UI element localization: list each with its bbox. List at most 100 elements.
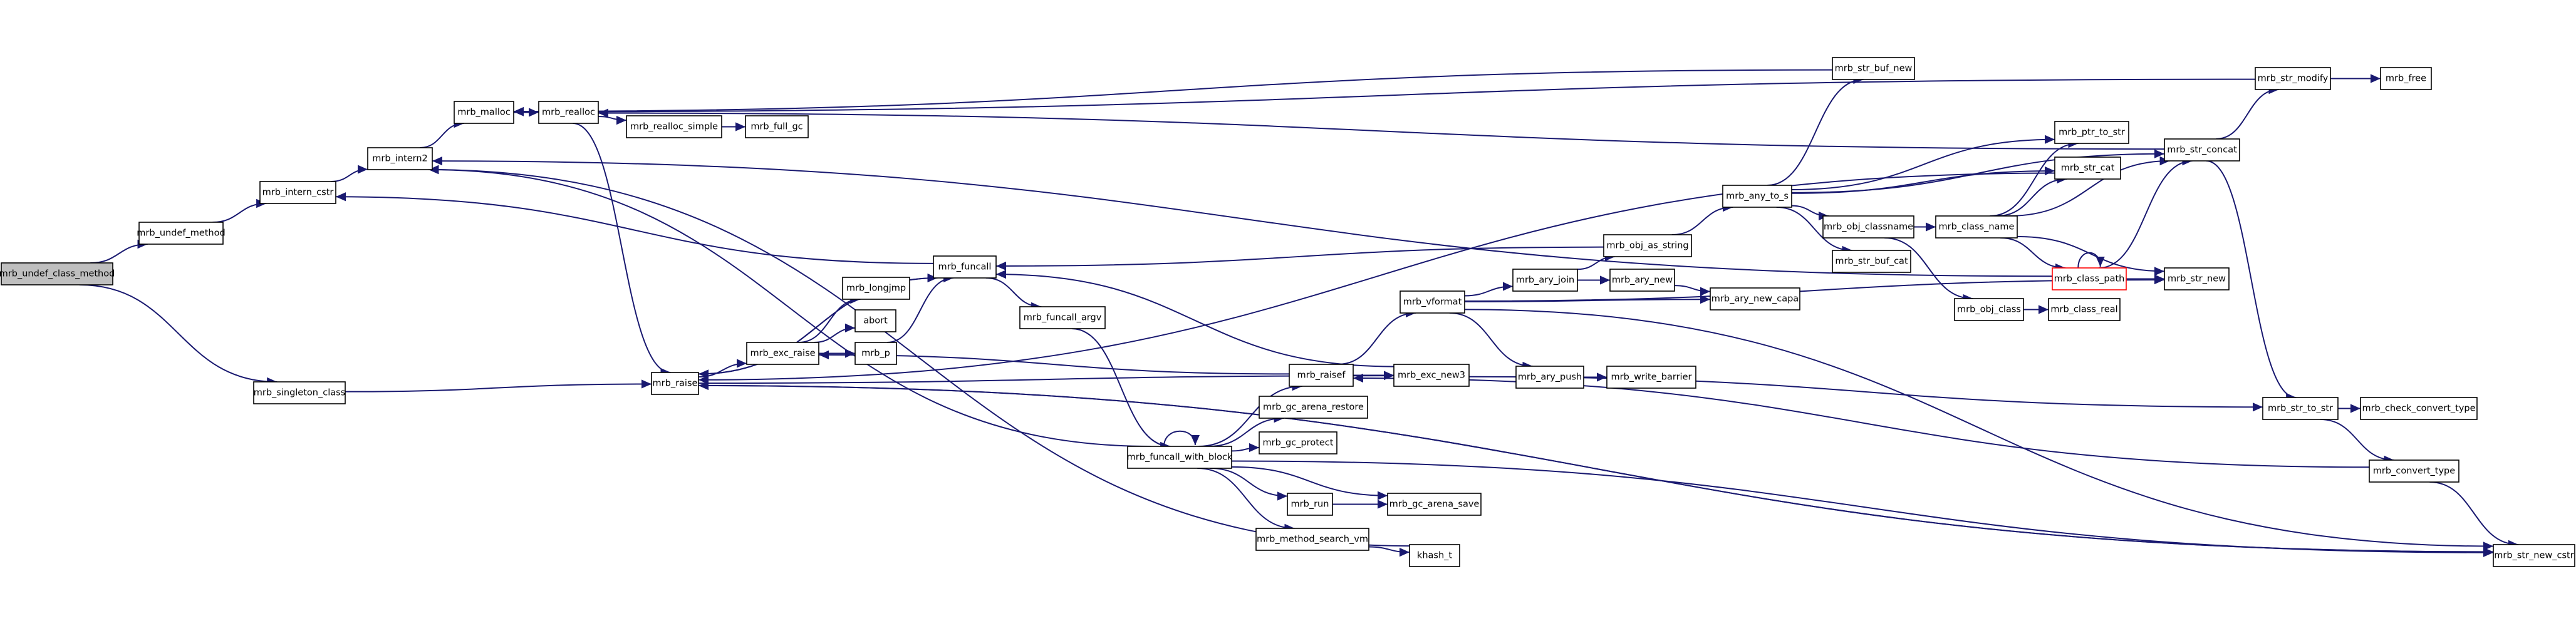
node-mrb_p[interactable]: mrb_p	[854, 342, 897, 365]
node-box	[2054, 157, 2121, 180]
edge-mrb_any_to_s-to-mrb_obj_classname	[1791, 205, 1829, 221]
node-mrb_ary_join[interactable]: mrb_ary_join	[1512, 269, 1578, 292]
node-mrb_str_new_cstr[interactable]: mrb_str_new_cstr	[2493, 544, 2575, 567]
node-label: mrb_convert_type	[2373, 466, 2455, 476]
node-mrb_free[interactable]: mrb_free	[2380, 67, 2432, 90]
node-label: mrb_class_path	[2054, 274, 2125, 284]
node-label: mrb_method_search_vm	[1257, 535, 1368, 545]
node-label: mrb_str_cat	[2061, 163, 2115, 173]
node-mrb_any_to_s[interactable]: mrb_any_to_s	[1722, 185, 1792, 208]
node-label: mrb_exc_raise	[750, 349, 815, 359]
edge-mrb_str_new_cstr-to-mrb_raise	[698, 381, 2494, 553]
node-layer: mrb_undef_class_methodmrb_undef_methodmr…	[0, 57, 2575, 567]
node-mrb_gc_protect[interactable]: mrb_gc_protect	[1259, 431, 1337, 454]
node-label: mrb_undef_method	[137, 228, 225, 239]
edge-mrb_str_concat-to-mrb_str_modify	[2216, 85, 2279, 140]
node-mrb_run[interactable]: mrb_run	[1287, 493, 1333, 516]
node-mrb_funcall[interactable]: mrb_funcall	[933, 255, 997, 279]
node-box	[1409, 544, 1460, 567]
node-mrb_str_buf_new[interactable]: mrb_str_buf_new	[1832, 57, 1915, 80]
edge-khash_t-to-mrb_intern2	[428, 165, 1410, 547]
node-box	[1832, 57, 1915, 80]
node-box	[1287, 493, 1333, 516]
node-mrb_exc_new3[interactable]: mrb_exc_new3	[1393, 364, 1470, 387]
node-mrb_intern_cstr[interactable]: mrb_intern_cstr	[259, 181, 336, 204]
node-khash_t[interactable]: khash_t	[1409, 544, 1460, 567]
node-mrb_class_name[interactable]: mrb_class_name	[1935, 215, 2018, 239]
edge-mrb_obj_as_string-to-mrb_any_to_s	[1671, 202, 1733, 235]
edge-mrb_class_path-to-mrb_intern2	[432, 156, 2053, 277]
node-mrb_longjmp[interactable]: mrb_longjmp	[842, 277, 910, 300]
node-box	[626, 115, 722, 138]
node-mrb_ptr_to_str[interactable]: mrb_ptr_to_str	[2054, 121, 2129, 144]
node-mrb_malloc[interactable]: mrb_malloc	[454, 101, 514, 124]
edge-mrb_funcall_with_block-to-mrb_method_search_vm	[1197, 468, 1295, 533]
node-box	[1512, 269, 1578, 292]
edge-mrb_vformat-to-mrb_str_new_cstr	[1464, 309, 2494, 551]
node-label: mrb_check_convert_type	[2362, 404, 2475, 414]
node-label: mrb_str_buf_new	[1835, 64, 1913, 74]
node-mrb_raise[interactable]: mrb_raise	[651, 372, 699, 395]
node-mrb_check_convert_type[interactable]: mrb_check_convert_type	[2360, 397, 2478, 420]
node-label: mrb_str_new_cstr	[2494, 551, 2573, 561]
node-label: mrb_vformat	[1403, 297, 1462, 307]
node-mrb_funcall_argv[interactable]: mrb_funcall_argv	[1019, 306, 1106, 329]
node-box	[1832, 250, 1911, 273]
edge-mrb_class_name-to-mrb_ptr_to_str	[1990, 138, 2079, 217]
node-mrb_undef_class_method[interactable]: mrb_undef_class_method	[0, 262, 115, 285]
node-mrb_undef_method[interactable]: mrb_undef_method	[137, 222, 226, 245]
node-mrb_method_search_vm[interactable]: mrb_method_search_vm	[1255, 528, 1369, 551]
node-mrb_str_buf_cat[interactable]: mrb_str_buf_cat	[1832, 250, 1911, 273]
node-box	[1710, 287, 1800, 310]
node-mrb_class_real[interactable]: mrb_class_real	[2048, 298, 2121, 321]
edge-mrb_raise-to-mrb_exc_new3	[698, 371, 1394, 384]
node-mrb_str_new[interactable]: mrb_str_new	[2164, 267, 2230, 290]
node-mrb_obj_as_string[interactable]: mrb_obj_as_string	[1603, 234, 1692, 257]
node-mrb_str_to_str[interactable]: mrb_str_to_str	[2262, 397, 2339, 420]
node-mrb_convert_type[interactable]: mrb_convert_type	[2369, 459, 2459, 483]
node-label: mrb_funcall_argv	[1024, 313, 1102, 323]
edge-mrb_class_name-to-mrb_str_concat	[2008, 156, 2170, 217]
node-box	[2380, 67, 2432, 90]
edge-mrb_str_concat-to-mrb_str_to_str	[2206, 160, 2297, 403]
node-mrb_full_gc[interactable]: mrb_full_gc	[745, 115, 809, 138]
node-box	[2164, 267, 2230, 290]
node-mrb_ary_new[interactable]: mrb_ary_new	[1609, 269, 1675, 292]
node-mrb_class_path[interactable]: mrb_class_path	[2052, 267, 2127, 290]
node-label: mrb_p	[861, 349, 890, 359]
edge-mrb_intern2-to-mrb_malloc	[420, 118, 464, 148]
node-abort[interactable]: abort	[854, 309, 896, 332]
node-mrb_ary_push[interactable]: mrb_ary_push	[1515, 366, 1584, 389]
node-mrb_exc_raise[interactable]: mrb_exc_raise	[746, 342, 819, 365]
node-mrb_str_concat[interactable]: mrb_str_concat	[2164, 138, 2240, 162]
node-mrb_str_modify[interactable]: mrb_str_modify	[2255, 67, 2331, 90]
edge-mrb_method_search_vm-to-khash_t	[1368, 546, 1410, 557]
node-box	[259, 181, 336, 204]
node-mrb_vformat[interactable]: mrb_vformat	[1400, 290, 1465, 314]
node-mrb_str_cat[interactable]: mrb_str_cat	[2054, 157, 2121, 180]
node-mrb_realloc_simple[interactable]: mrb_realloc_simple	[626, 115, 722, 138]
node-label: mrb_str_new	[2168, 274, 2226, 284]
node-box	[1019, 306, 1106, 329]
node-mrb_raisef[interactable]: mrb_raisef	[1289, 364, 1354, 387]
node-mrb_write_barrier[interactable]: mrb_write_barrier	[1606, 366, 1696, 389]
node-mrb_gc_arena_save[interactable]: mrb_gc_arena_save	[1387, 493, 1482, 516]
edge-mrb_funcall_with_block-to-mrb_run	[1210, 468, 1288, 501]
node-box	[454, 101, 514, 124]
edge-layer	[79, 69, 2519, 557]
node-label: mrb_gc_arena_restore	[1263, 403, 1364, 413]
node-mrb_realloc[interactable]: mrb_realloc	[538, 101, 599, 124]
node-mrb_funcall_with_block[interactable]: mrb_funcall_with_block	[1127, 446, 1233, 469]
node-mrb_obj_class[interactable]: mrb_obj_class	[1954, 298, 2024, 321]
node-box	[538, 101, 599, 124]
edge-mrb_exc_raise-to-abort	[814, 323, 856, 343]
node-mrb_singleton_class[interactable]: mrb_singleton_class	[253, 381, 346, 404]
node-label: mrb_str_to_str	[2268, 404, 2333, 414]
edge-mrb_convert_type-to-mrb_str_new_cstr	[2429, 481, 2519, 550]
node-mrb_ary_new_capa[interactable]: mrb_ary_new_capa	[1710, 287, 1800, 310]
node-mrb_gc_arena_restore[interactable]: mrb_gc_arena_restore	[1259, 396, 1368, 419]
node-label: mrb_funcall	[938, 262, 992, 272]
edge-mrb_ary_join-to-mrb_obj_as_string	[1577, 252, 1615, 270]
node-mrb_intern2[interactable]: mrb_intern2	[367, 147, 433, 170]
node-mrb_obj_classname[interactable]: mrb_obj_classname	[1822, 215, 1914, 239]
